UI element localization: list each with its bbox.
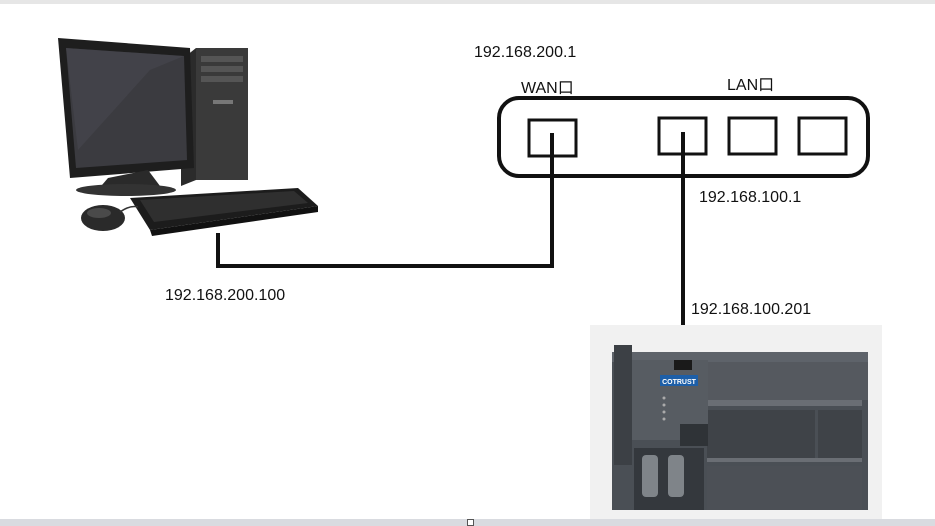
lan-port-socket-3 xyxy=(797,116,848,156)
window-top-border xyxy=(0,0,935,4)
plc-brand-text: COTRUST xyxy=(662,379,697,386)
pc-ip-label: 192.168.200.100 xyxy=(165,287,286,304)
resize-handle[interactable] xyxy=(467,519,474,526)
serial-port-2 xyxy=(668,455,684,497)
serial-port-1 xyxy=(642,455,658,497)
wan-ip-label: 192.168.200.1 xyxy=(474,44,577,61)
plc-brand-label xyxy=(660,375,698,386)
lan-ip-label: 192.168.100.1 xyxy=(699,189,802,206)
lan-port-label: LAN口 xyxy=(727,77,775,94)
plc-controller-icon: COTRUST xyxy=(590,325,882,521)
pc-to-wan-cable xyxy=(216,133,554,268)
plc-ethernet-jack xyxy=(674,360,692,370)
wan-port-label: WAN口 xyxy=(521,80,574,97)
plc-ip-label: 192.168.100.201 xyxy=(691,301,812,318)
lan-port-socket-2 xyxy=(727,116,778,156)
desktop-computer-icon xyxy=(58,38,318,236)
